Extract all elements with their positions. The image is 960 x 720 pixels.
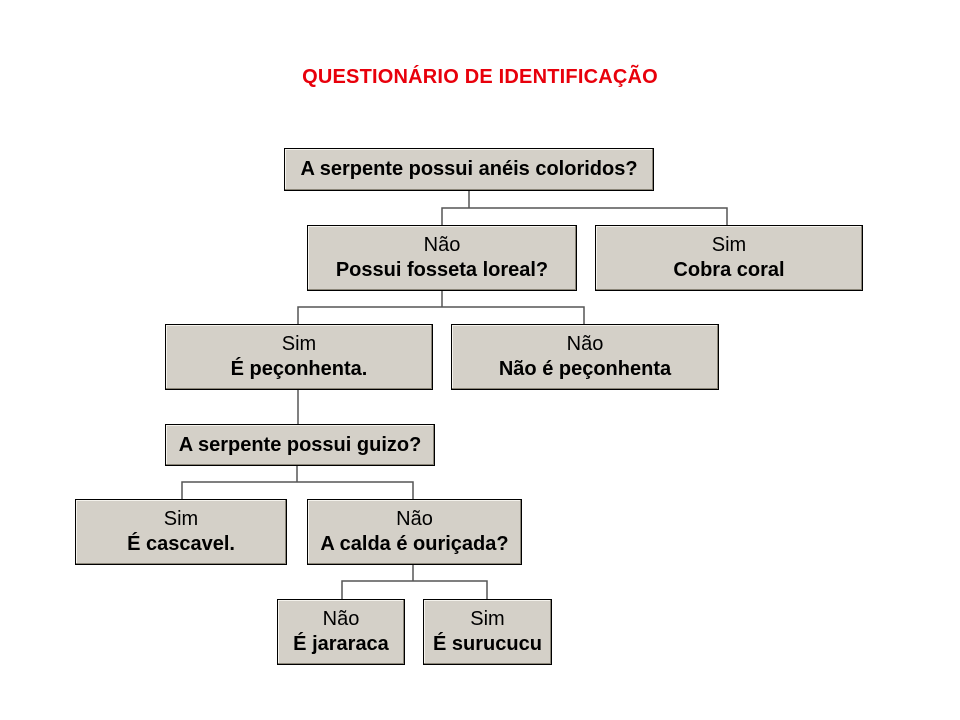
result-text: É surucucu xyxy=(433,633,542,655)
node-sim-cascavel: Sim É cascavel. xyxy=(75,499,287,565)
connector-aneis-children xyxy=(441,207,728,225)
result-text: Possui fosseta loreal? xyxy=(335,259,549,281)
node-nao-jararaca: Não É jararaca xyxy=(277,599,405,665)
result-text: É peçonhenta. xyxy=(230,358,368,380)
answer-label: Sim xyxy=(163,508,199,530)
answer-label: Sim xyxy=(281,333,317,355)
connector-fosseta-children xyxy=(297,306,585,324)
result-text: Não é peçonhenta xyxy=(498,358,672,380)
diagram-title: QUESTIONÁRIO DE IDENTIFICAÇÃO xyxy=(302,66,658,88)
connector-guizo-children xyxy=(181,481,414,499)
node-nao-peconhenta: Não Não é peçonhenta xyxy=(451,324,719,390)
answer-label: Não xyxy=(396,508,433,530)
node-sim-coral: Sim Cobra coral xyxy=(595,225,863,291)
answer-label: Não xyxy=(423,234,461,256)
node-question-guizo: A serpente possui guizo? xyxy=(165,424,435,466)
answer-label: Sim xyxy=(711,234,747,256)
result-text: Cobra coral xyxy=(673,259,785,281)
result-text: É cascavel. xyxy=(127,533,235,555)
answer-label: Não xyxy=(566,333,604,355)
answer-label: Não xyxy=(322,608,360,630)
node-nao-calda: Não A calda é ouriçada? xyxy=(307,499,522,565)
result-text: A calda é ouriçada? xyxy=(320,533,509,555)
question-text: A serpente possui anéis coloridos? xyxy=(300,158,638,180)
connector-group xyxy=(181,191,728,599)
node-sim-peconhenta: Sim É peçonhenta. xyxy=(165,324,433,390)
node-nao-fosseta: Não Possui fosseta loreal? xyxy=(307,225,577,291)
node-sim-surucucu: Sim É surucucu xyxy=(423,599,552,665)
result-text: É jararaca xyxy=(293,633,389,655)
question-text: A serpente possui guizo? xyxy=(178,433,422,456)
answer-label: Sim xyxy=(470,608,505,630)
node-question-aneis: A serpente possui anéis coloridos? xyxy=(284,148,654,191)
connector-calda-children xyxy=(341,580,488,599)
